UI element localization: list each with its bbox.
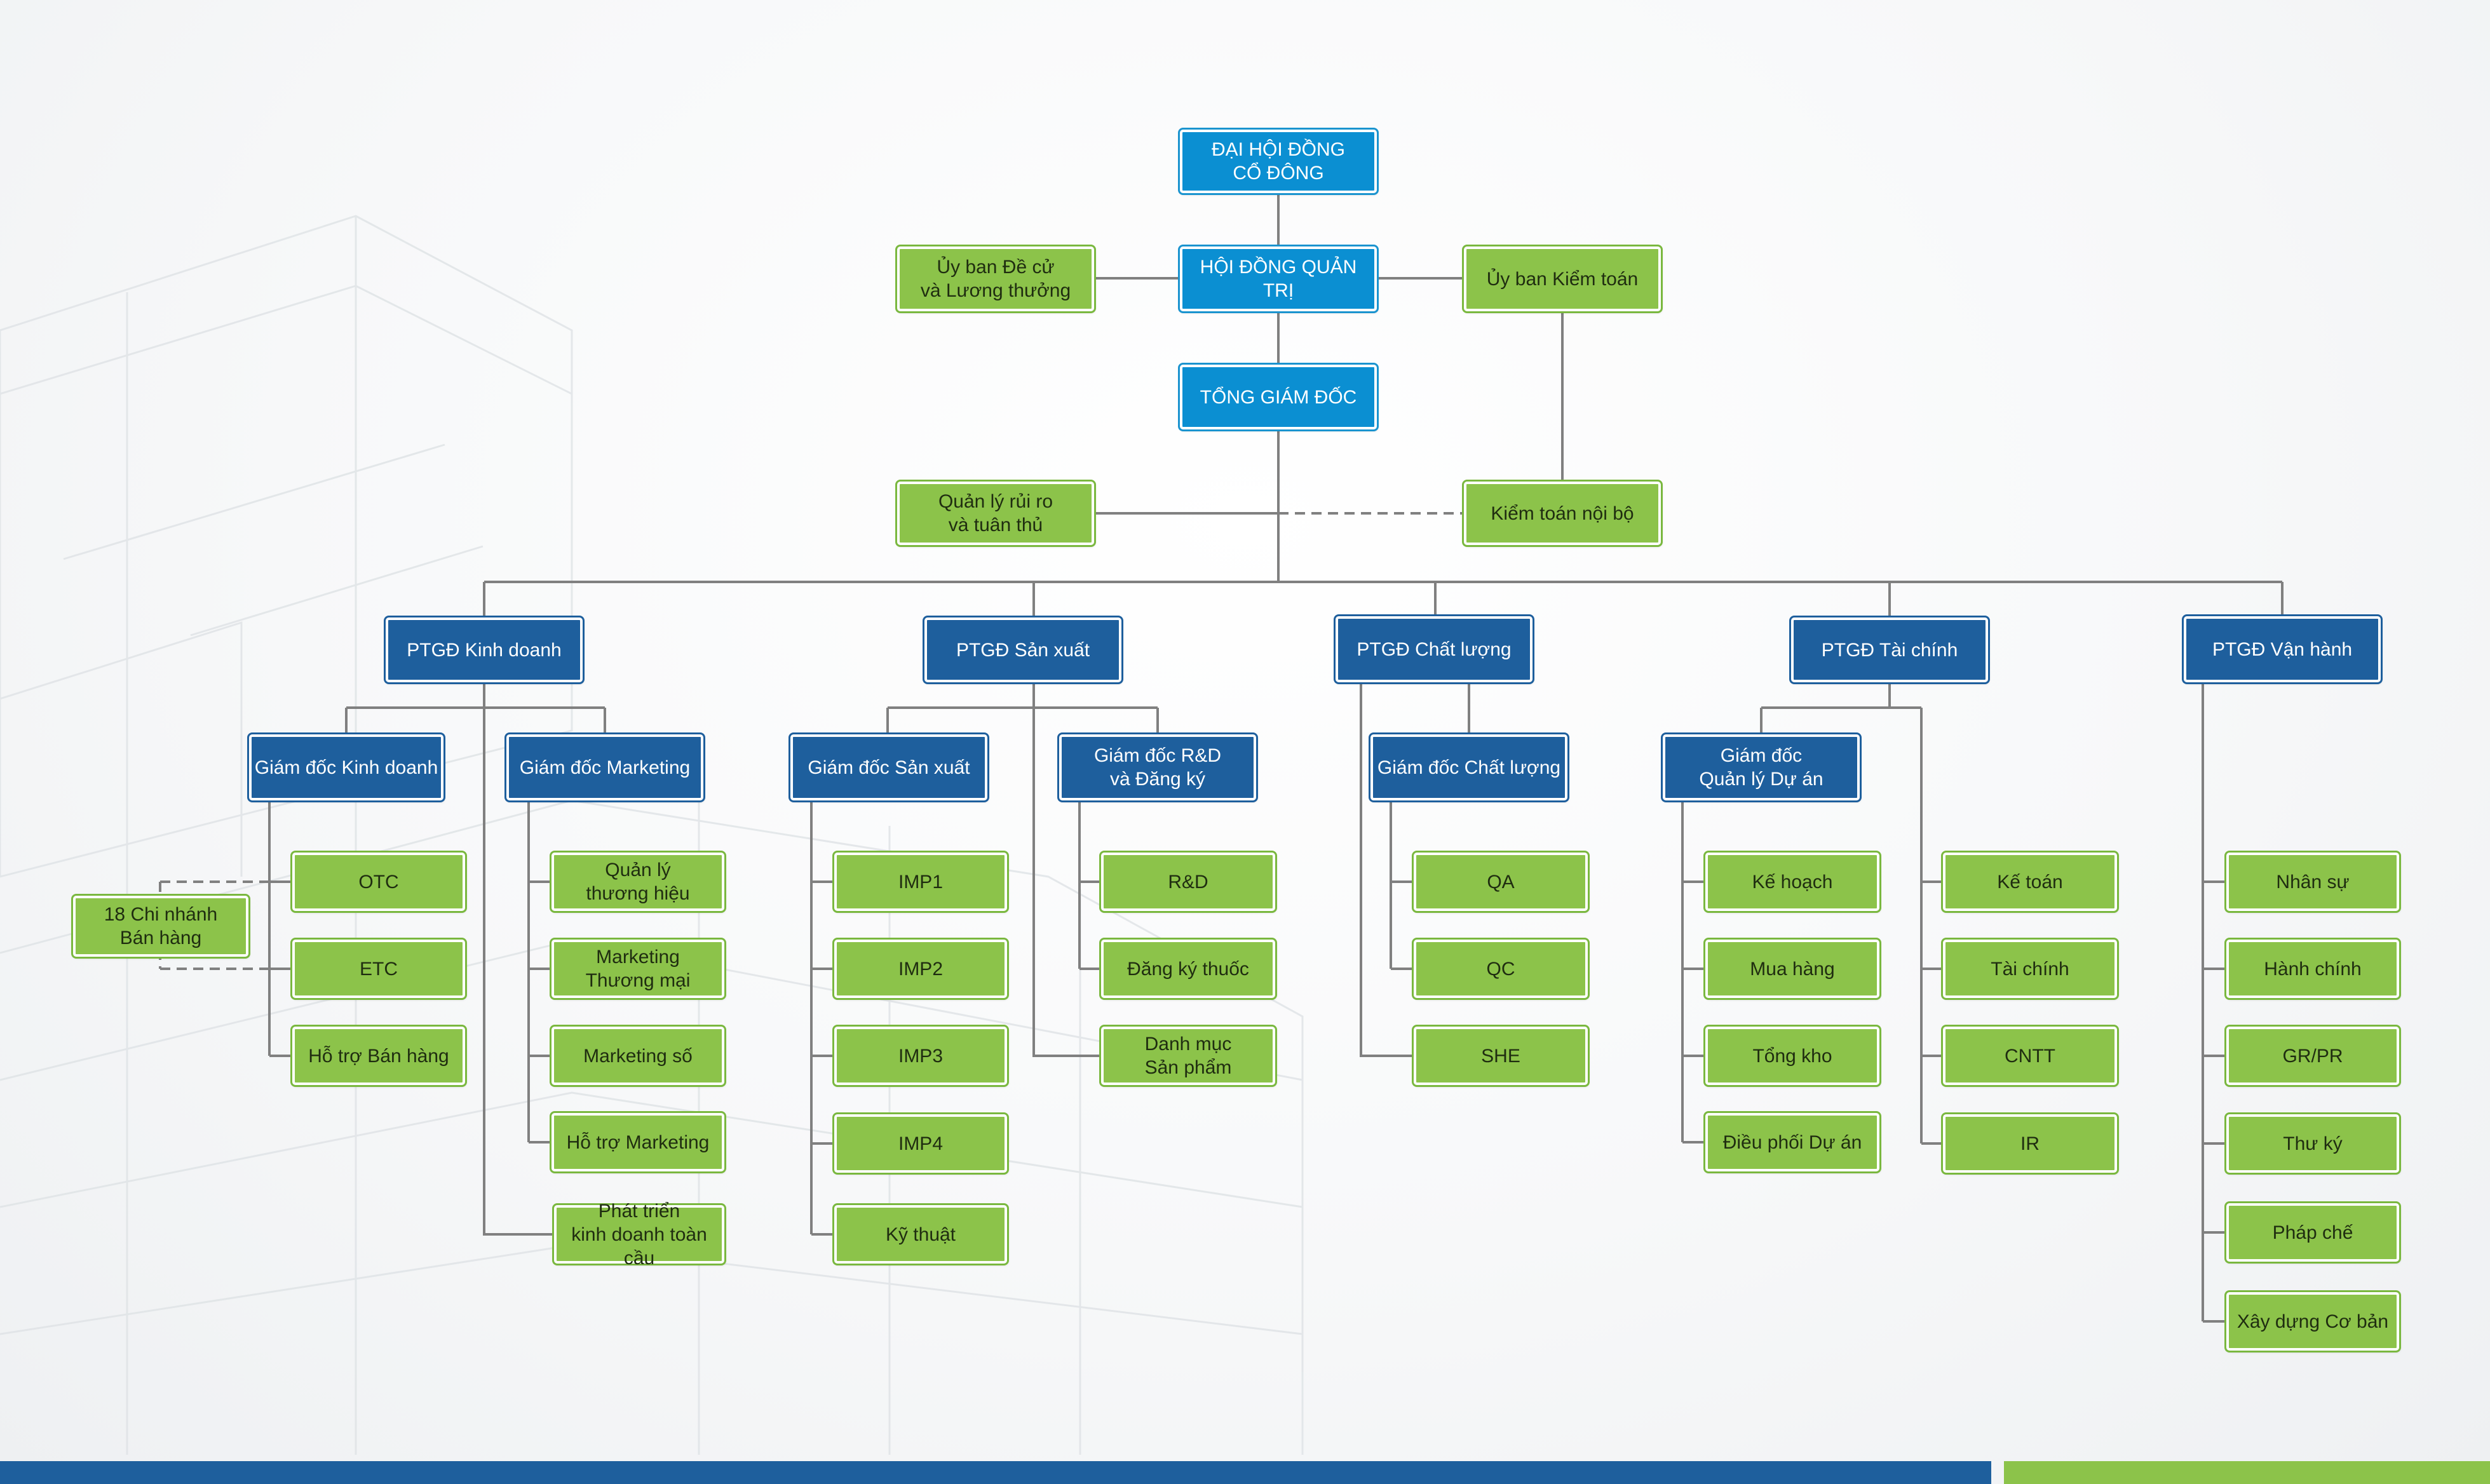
engineering-box: Kỹ thuật: [834, 1205, 1007, 1264]
deputy-operations-box: PTGĐ Vận hành: [2184, 616, 2381, 682]
connector-sales-units: [268, 800, 292, 1057]
drug-registration-box: Đăng ký thuốc: [1101, 940, 1275, 998]
trade-marketing-box: Marketing Thương mại: [551, 940, 724, 998]
imp3-box: IMP3: [834, 1027, 1007, 1085]
ceo-box: TỔNG GIÁM ĐỐC: [1180, 365, 1377, 429]
admin-box: Hành chính: [2226, 940, 2399, 998]
connector-finance: [1760, 682, 1943, 1145]
branches-box: 18 Chi nhánh Bán hàng: [73, 896, 248, 957]
connector-marketing-units: [527, 800, 551, 1143]
connector-production-directors: [886, 682, 1159, 1057]
project-coordination-box: Điều phối Dự án: [1705, 1113, 1879, 1171]
it-box: CNTT: [1943, 1027, 2117, 1085]
nomination-committee-box: Ủy ban Đề cử và Lương thưởng: [897, 246, 1094, 311]
global-development-box: Phát triển kinh doanh toàn cầu: [554, 1201, 724, 1269]
connector-project-units: [1681, 800, 1705, 1143]
deputy-business-box: PTGĐ Kinh doanh: [386, 617, 583, 682]
digital-marketing-box: Marketing số: [551, 1027, 724, 1085]
footer-bar-blue: [0, 1461, 1991, 1484]
sales-support-box: Hỗ trợ Bán hàng: [292, 1027, 465, 1085]
board-box: HỘI ĐỒNG QUẢN TRỊ: [1180, 246, 1377, 311]
connector-business-directors: [345, 682, 606, 1236]
ir-box: IR: [1943, 1114, 2117, 1173]
footer-bar-green: [2004, 1461, 2490, 1484]
deputy-production-box: PTGĐ Sản xuất: [924, 617, 1121, 682]
connector-rnd-units: [1078, 800, 1101, 970]
sales-director-box: Giám đốc Kinh doanh: [249, 734, 443, 800]
internal-audit-box: Kiểm toán nội bộ: [1464, 482, 1661, 545]
rnd-director-box: Giám đốc R&D và Đăng ký: [1059, 734, 1256, 800]
gr-pr-box: GR/PR: [2226, 1027, 2399, 1085]
shareholders-box: ĐẠI HỘI ĐỒNG CỔ ĐÔNG: [1180, 130, 1377, 193]
otc-box: OTC: [292, 853, 465, 911]
legal-box: Pháp chế: [2226, 1203, 2399, 1262]
finance-box: Tài chính: [1943, 940, 2117, 998]
hr-box: Nhân sự: [2226, 853, 2399, 911]
project-director-box: Giám đốc Quản lý Dự án: [1663, 734, 1860, 800]
she-box: SHE: [1414, 1027, 1588, 1085]
marketing-director-box: Giám đốc Marketing: [506, 734, 703, 800]
product-portfolio-box: Danh mục Sản phẩm: [1101, 1027, 1275, 1085]
production-director-box: Giám đốc Sản xuất: [790, 734, 987, 800]
imp1-box: IMP1: [834, 853, 1007, 911]
dashed-connector-branches: [159, 880, 292, 970]
etc-box: ETC: [292, 940, 465, 998]
risk-compliance-box: Quản lý rủi ro và tuân thủ: [897, 482, 1094, 545]
secretary-box: Thư ký: [2226, 1114, 2399, 1173]
imp2-box: IMP2: [834, 940, 1007, 998]
accounting-box: Kế toán: [1943, 853, 2117, 911]
brand-management-box: Quản lý thương hiệu: [551, 853, 724, 911]
connector-operations: [2202, 682, 2226, 1323]
planning-box: Kế hoạch: [1705, 853, 1879, 911]
deputy-finance-box: PTGĐ Tài chính: [1791, 617, 1988, 682]
purchasing-box: Mua hàng: [1705, 940, 1879, 998]
deputy-quality-box: PTGĐ Chất lượng: [1336, 616, 1533, 682]
connector-imp-units: [810, 800, 834, 1236]
marketing-support-box: Hỗ trợ Marketing: [551, 1113, 724, 1171]
rnd-box: R&D: [1101, 853, 1275, 911]
construction-box: Xây dựng Cơ bản: [2226, 1292, 2399, 1351]
imp4-box: IMP4: [834, 1114, 1007, 1173]
quality-director-box: Giám đốc Chất lượng: [1370, 734, 1567, 800]
qc-box: QC: [1414, 940, 1588, 998]
audit-committee-box: Ủy ban Kiểm toán: [1464, 246, 1661, 311]
qa-box: QA: [1414, 853, 1588, 911]
connector-quality: [1360, 682, 1470, 1057]
warehouse-box: Tổng kho: [1705, 1027, 1879, 1085]
